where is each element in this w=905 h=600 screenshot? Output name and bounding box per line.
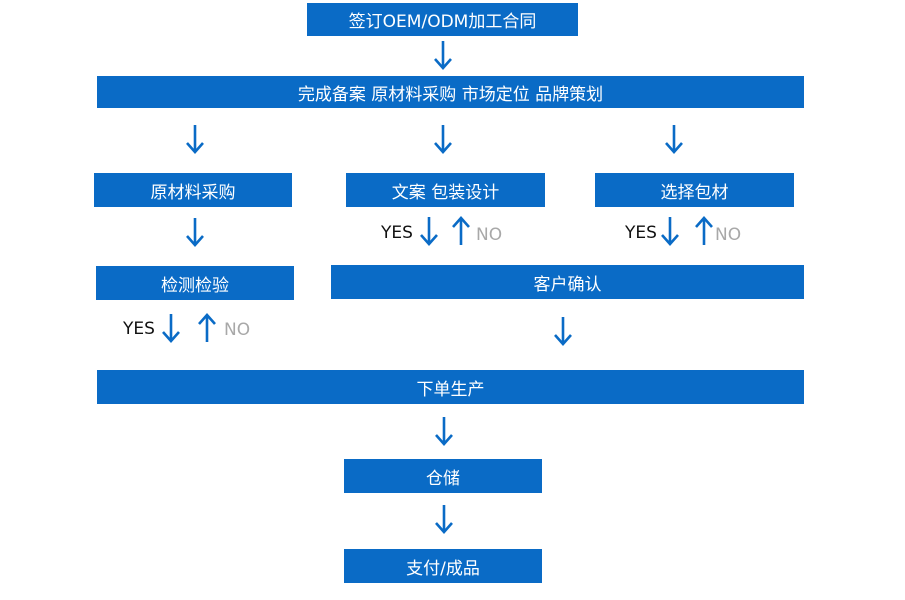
- arrow-down-icon: [664, 123, 684, 155]
- step-design: 文案 包装设计: [346, 173, 545, 207]
- arrow-down-icon: [553, 315, 573, 347]
- no-label: NO: [476, 225, 503, 245]
- step-label: 客户确认: [533, 274, 602, 295]
- yes-label: YES: [381, 223, 413, 243]
- step-customer-confirm: 客户确认: [331, 265, 804, 299]
- step-label: 文案 包装设计: [391, 182, 500, 203]
- arrow-down-icon: [433, 39, 453, 71]
- step-payment: 支付/成品: [344, 549, 542, 583]
- step-sign-contract: 签订OEM/ODM加工合同: [307, 3, 578, 36]
- step-choose-packaging: 选择包材: [595, 173, 794, 207]
- step-label: 完成备案 原材料采购 市场定位 品牌策划: [297, 84, 604, 105]
- arrow-down-icon: [660, 215, 680, 247]
- step-label: 支付/成品: [406, 558, 480, 579]
- step-preparation: 完成备案 原材料采购 市场定位 品牌策划: [97, 76, 804, 108]
- arrow-up-icon: [197, 312, 217, 344]
- yes-label: YES: [123, 319, 155, 339]
- step-raw-material: 原材料采购: [94, 173, 292, 207]
- arrow-down-icon: [433, 123, 453, 155]
- arrow-down-icon: [434, 503, 454, 535]
- arrow-down-icon: [185, 216, 205, 248]
- step-label: 签订OEM/ODM加工合同: [348, 12, 537, 32]
- no-label: NO: [715, 225, 742, 245]
- arrow-up-icon: [694, 215, 714, 247]
- arrow-up-icon: [451, 215, 471, 247]
- step-storage: 仓储: [344, 459, 542, 493]
- arrow-down-icon: [419, 215, 439, 247]
- step-label: 下单生产: [416, 379, 485, 400]
- arrow-down-icon: [161, 312, 181, 344]
- arrow-down-icon: [185, 123, 205, 155]
- step-label: 检测检验: [161, 275, 229, 296]
- no-label: NO: [224, 320, 251, 340]
- step-label: 选择包材: [660, 182, 729, 203]
- step-label: 仓储: [426, 468, 460, 489]
- yes-label: YES: [625, 223, 657, 243]
- arrow-down-icon: [434, 415, 454, 447]
- step-inspection: 检测检验: [96, 266, 294, 300]
- step-production: 下单生产: [97, 370, 804, 404]
- step-label: 原材料采购: [150, 182, 236, 203]
